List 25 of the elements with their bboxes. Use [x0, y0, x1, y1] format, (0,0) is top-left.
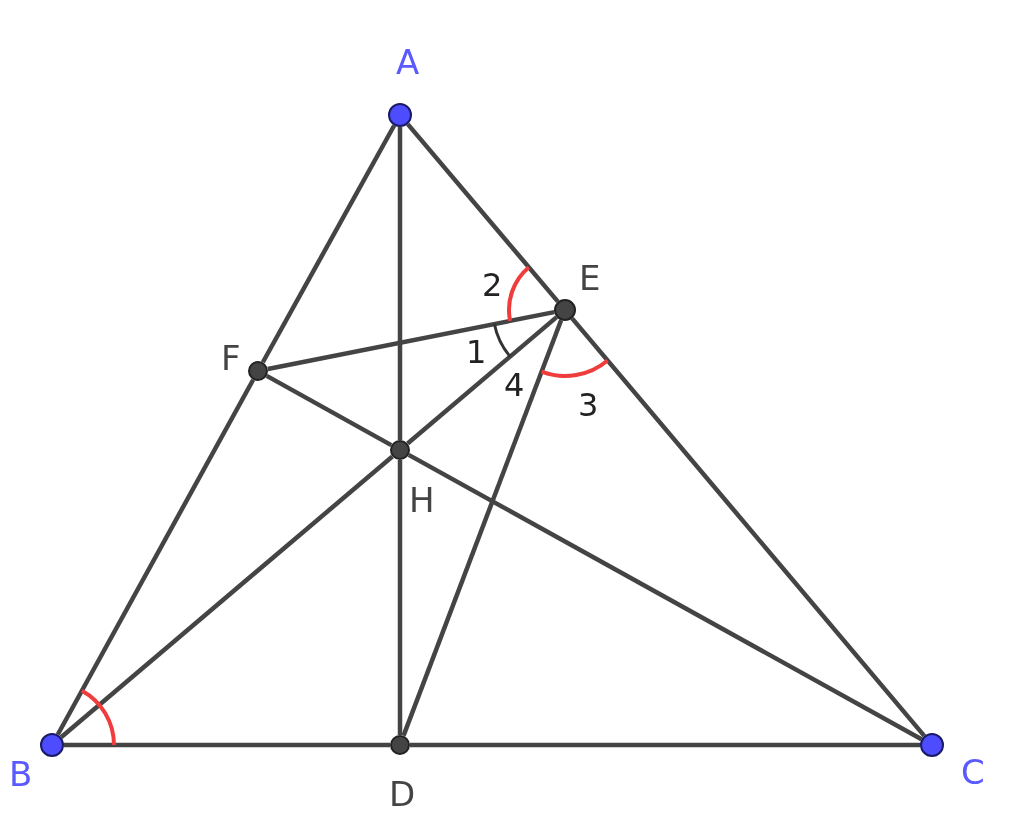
line-segment — [406, 315, 559, 446]
point-label: A — [396, 45, 420, 79]
line-segment — [59, 454, 394, 739]
point-label: E — [579, 261, 601, 295]
angle-number: 4 — [504, 369, 525, 401]
point-label: D — [389, 777, 416, 811]
line-segment — [267, 309, 555, 372]
point-label: B — [9, 757, 33, 791]
line-segment — [397, 127, 403, 440]
line-segment — [260, 124, 397, 364]
line-segment — [265, 373, 393, 448]
point-label: F — [221, 341, 241, 375]
angle-number: 2 — [482, 269, 503, 301]
angle-number: 3 — [578, 389, 599, 421]
angle-number: 1 — [466, 336, 487, 368]
line-segment — [406, 122, 560, 304]
point-label: H — [409, 483, 435, 517]
line-segment — [407, 452, 923, 742]
point-label: C — [961, 755, 985, 789]
line-segment — [397, 460, 403, 735]
line-segment — [55, 378, 256, 736]
line-segment — [401, 319, 564, 737]
line-segment — [64, 742, 390, 748]
line-segment — [410, 742, 920, 748]
line-segment — [570, 316, 926, 738]
